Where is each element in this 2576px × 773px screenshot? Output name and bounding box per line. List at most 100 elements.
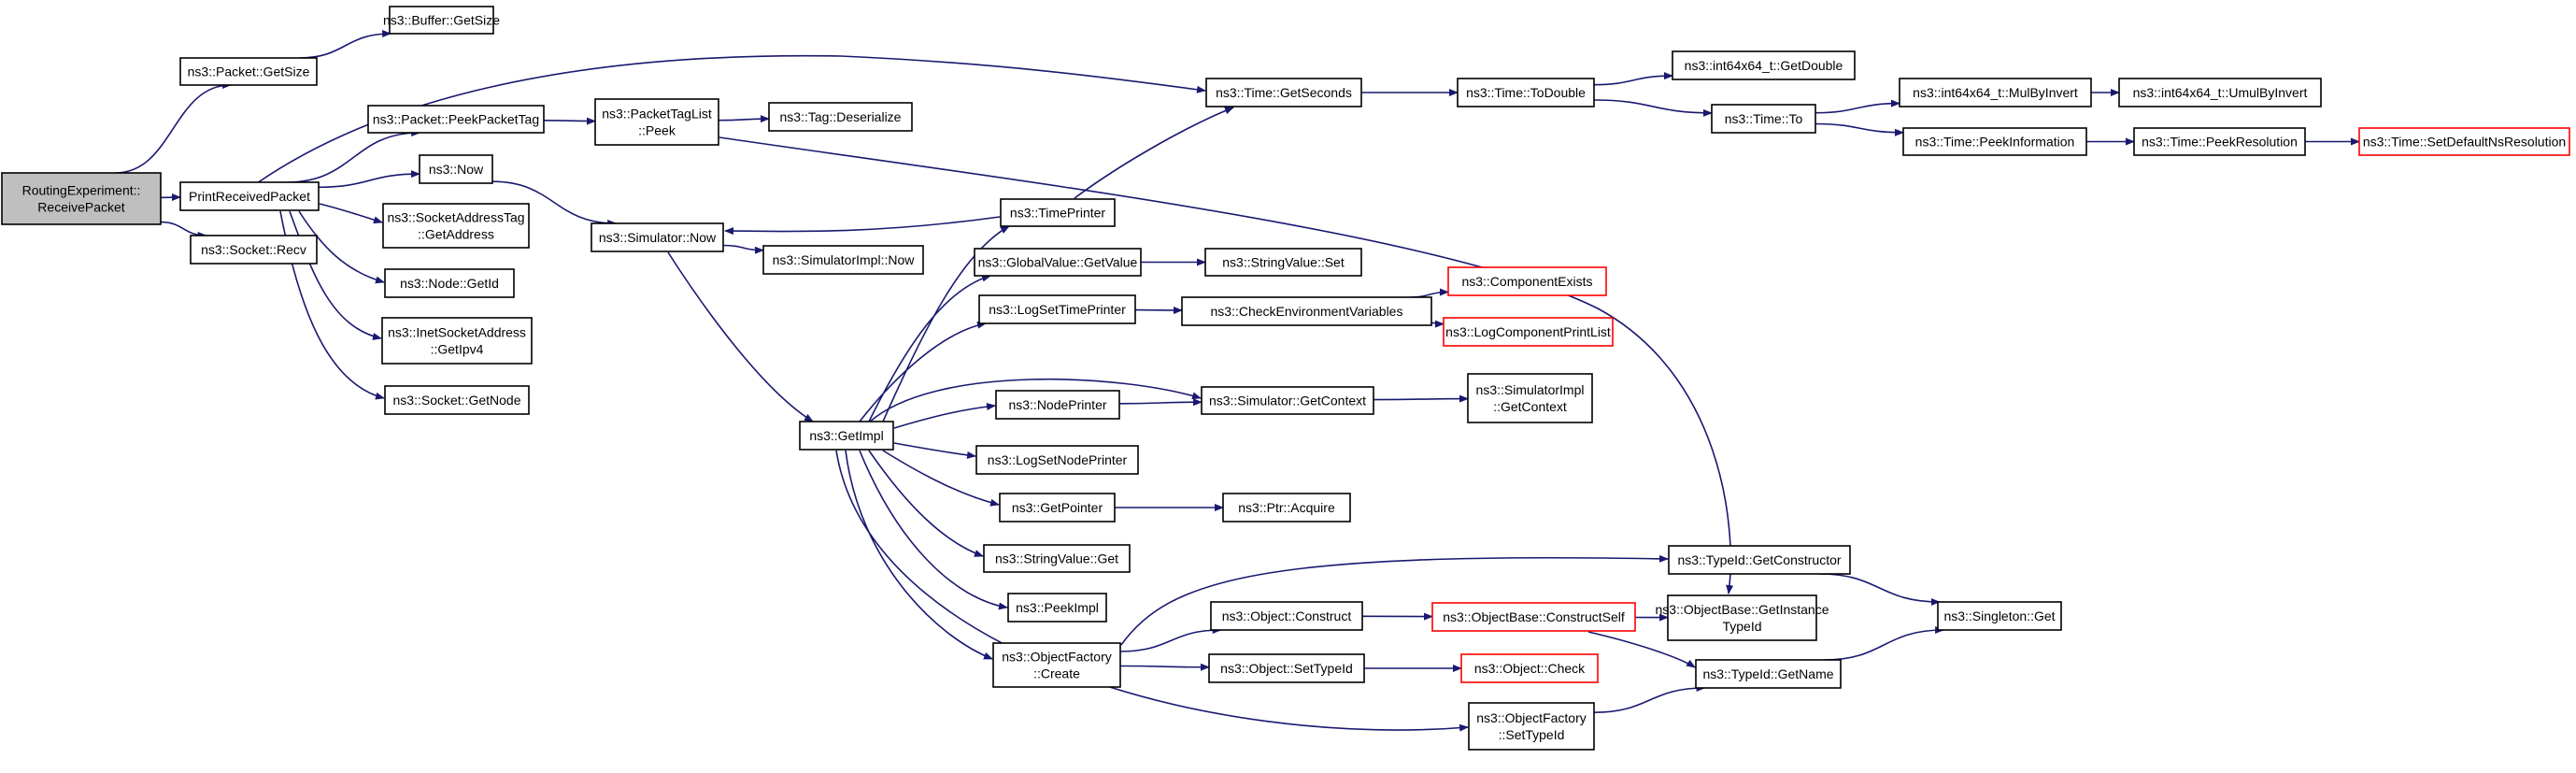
- node-box[interactable]: [975, 445, 1139, 475]
- node-int64_getdouble[interactable]: ns3::int64x64_t::GetDouble: [1672, 50, 1856, 80]
- node-simulator_now[interactable]: ns3::Simulator::Now: [591, 222, 724, 252]
- node-box[interactable]: [1711, 104, 1816, 134]
- node-logsetnodeprinter[interactable]: ns3::LogSetNodePrinter: [975, 445, 1139, 475]
- node-box[interactable]: [2133, 127, 2306, 156]
- node-box[interactable]: [1443, 317, 1614, 347]
- node-box[interactable]: [389, 6, 494, 35]
- node-box[interactable]: [1210, 601, 1363, 631]
- node-checkenvvars[interactable]: ns3::CheckEnvironmentVariables: [1181, 296, 1432, 326]
- node-ns3_now[interactable]: ns3::Now: [419, 154, 493, 184]
- node-box[interactable]: [1667, 594, 1817, 641]
- node-box[interactable]: [1467, 373, 1593, 423]
- node-box[interactable]: [978, 294, 1136, 324]
- node-int64_umulbyinvert[interactable]: ns3::int64x64_t::UmulByInvert: [2118, 78, 2322, 107]
- node-box[interactable]: [1205, 78, 1362, 107]
- node-box[interactable]: [1457, 78, 1595, 107]
- node-box[interactable]: [992, 642, 1121, 688]
- node-box[interactable]: [384, 268, 515, 298]
- node-box[interactable]: [384, 385, 530, 415]
- node-box[interactable]: [1695, 659, 1842, 689]
- node-box[interactable]: [1899, 78, 2092, 107]
- node-box[interactable]: [591, 222, 724, 252]
- node-objectbase_constructself[interactable]: ns3::ObjectBase::ConstructSelf: [1431, 602, 1636, 632]
- node-receive_packet[interactable]: RoutingExperiment::ReceivePacket: [1, 172, 162, 225]
- node-box[interactable]: [594, 98, 719, 146]
- node-box[interactable]: [1431, 602, 1636, 632]
- node-time_setdefaultns[interactable]: ns3::Time::SetDefaultNsResolution: [2358, 127, 2570, 156]
- node-box[interactable]: [995, 390, 1120, 420]
- node-typeid_getname[interactable]: ns3::TypeId::GetName: [1695, 659, 1842, 689]
- node-object_construct[interactable]: ns3::Object::Construct: [1210, 601, 1363, 631]
- node-socket_getnode[interactable]: ns3::Socket::GetNode: [384, 385, 530, 415]
- node-box[interactable]: [768, 102, 913, 132]
- node-time_getseconds[interactable]: ns3::Time::GetSeconds: [1205, 78, 1362, 107]
- node-box[interactable]: [1208, 653, 1365, 683]
- node-box[interactable]: [179, 57, 318, 86]
- node-box[interactable]: [1201, 386, 1374, 415]
- node-time_peekresolution[interactable]: ns3::Time::PeekResolution: [2133, 127, 2306, 156]
- node-box[interactable]: [999, 493, 1116, 522]
- node-simulator_getcontext[interactable]: ns3::Simulator::GetContext: [1201, 386, 1374, 415]
- node-box[interactable]: [1007, 593, 1107, 623]
- node-nodeprinter[interactable]: ns3::NodePrinter: [995, 390, 1120, 420]
- node-stringvalue_set[interactable]: ns3::StringValue::Set: [1204, 248, 1362, 277]
- node-box[interactable]: [381, 317, 533, 365]
- node-stringvalue_get[interactable]: ns3::StringValue::Get: [983, 544, 1131, 573]
- node-box[interactable]: [1, 172, 162, 225]
- node-box[interactable]: [1460, 653, 1599, 683]
- node-box[interactable]: [1468, 702, 1595, 751]
- node-logsettimeprinter[interactable]: ns3::LogSetTimePrinter: [978, 294, 1136, 324]
- node-peek_packet_tag[interactable]: ns3::Packet::PeekPacketTag: [367, 105, 545, 134]
- node-socket_recv[interactable]: ns3::Socket::Recv: [190, 235, 318, 265]
- node-timeprinter[interactable]: ns3::TimePrinter: [1000, 198, 1116, 227]
- node-peekimpl[interactable]: ns3::PeekImpl: [1007, 593, 1107, 623]
- node-simulatorimpl_getcontext[interactable]: ns3::SimulatorImpl::GetContext: [1467, 373, 1593, 423]
- node-box[interactable]: [1000, 198, 1116, 227]
- node-box[interactable]: [762, 245, 924, 275]
- node-box[interactable]: [190, 235, 318, 265]
- node-logcomponentprintlist[interactable]: ns3::LogComponentPrintList: [1443, 317, 1614, 347]
- node-box[interactable]: [799, 421, 894, 451]
- node-ptr_acquire[interactable]: ns3::Ptr::Acquire: [1222, 493, 1351, 522]
- node-box[interactable]: [1204, 248, 1362, 277]
- node-box[interactable]: [2118, 78, 2322, 107]
- node-tag_deserialize[interactable]: ns3::Tag::Deserialize: [768, 102, 913, 132]
- node-packet_taglist_peek[interactable]: ns3::PacketTagList::Peek: [594, 98, 719, 146]
- node-box[interactable]: [1937, 601, 2062, 631]
- node-inet_getipv4[interactable]: ns3::InetSocketAddress::GetIpv4: [381, 317, 533, 365]
- node-node_getid[interactable]: ns3::Node::GetId: [384, 268, 515, 298]
- node-box[interactable]: [382, 203, 530, 249]
- node-print_received[interactable]: PrintReceivedPacket: [179, 181, 320, 211]
- node-box[interactable]: [1902, 127, 2087, 156]
- node-box[interactable]: [419, 154, 493, 184]
- node-typeid_getconstructor[interactable]: ns3::TypeId::GetConstructor: [1668, 545, 1851, 575]
- node-object_settypeid[interactable]: ns3::Object::SetTypeId: [1208, 653, 1365, 683]
- node-box[interactable]: [367, 105, 545, 134]
- node-singleton_get[interactable]: ns3::Singleton::Get: [1937, 601, 2062, 631]
- node-box[interactable]: [974, 248, 1142, 277]
- node-objectfactory_create[interactable]: ns3::ObjectFactory::Create: [992, 642, 1121, 688]
- node-getimpl[interactable]: ns3::GetImpl: [799, 421, 894, 451]
- node-int64_mulbyinvert[interactable]: ns3::int64x64_t::MulByInvert: [1899, 78, 2092, 107]
- node-time_to[interactable]: ns3::Time::To: [1711, 104, 1816, 134]
- node-box[interactable]: [1672, 50, 1856, 80]
- node-box[interactable]: [1668, 545, 1851, 575]
- node-box[interactable]: [1447, 266, 1607, 296]
- node-packet_getsize[interactable]: ns3::Packet::GetSize: [179, 57, 318, 86]
- node-globalvalue_getvalue[interactable]: ns3::GlobalValue::GetValue: [974, 248, 1142, 277]
- node-buffer_getsize[interactable]: ns3::Buffer::GetSize: [383, 6, 500, 35]
- node-simulatorimpl_now[interactable]: ns3::SimulatorImpl::Now: [762, 245, 924, 275]
- node-box[interactable]: [1181, 296, 1432, 326]
- node-getpointer[interactable]: ns3::GetPointer: [999, 493, 1116, 522]
- node-socketaddresstag[interactable]: ns3::SocketAddressTag::GetAddress: [382, 203, 530, 249]
- node-box[interactable]: [983, 544, 1131, 573]
- node-time_peekinformation[interactable]: ns3::Time::PeekInformation: [1902, 127, 2087, 156]
- node-box[interactable]: [2358, 127, 2570, 156]
- node-box[interactable]: [179, 181, 320, 211]
- node-time_todouble[interactable]: ns3::Time::ToDouble: [1457, 78, 1595, 107]
- node-objectfactory_settypeid[interactable]: ns3::ObjectFactory::SetTypeId: [1468, 702, 1595, 751]
- node-box[interactable]: [1222, 493, 1351, 522]
- node-object_check[interactable]: ns3::Object::Check: [1460, 653, 1599, 683]
- node-componentexists[interactable]: ns3::ComponentExists: [1447, 266, 1607, 296]
